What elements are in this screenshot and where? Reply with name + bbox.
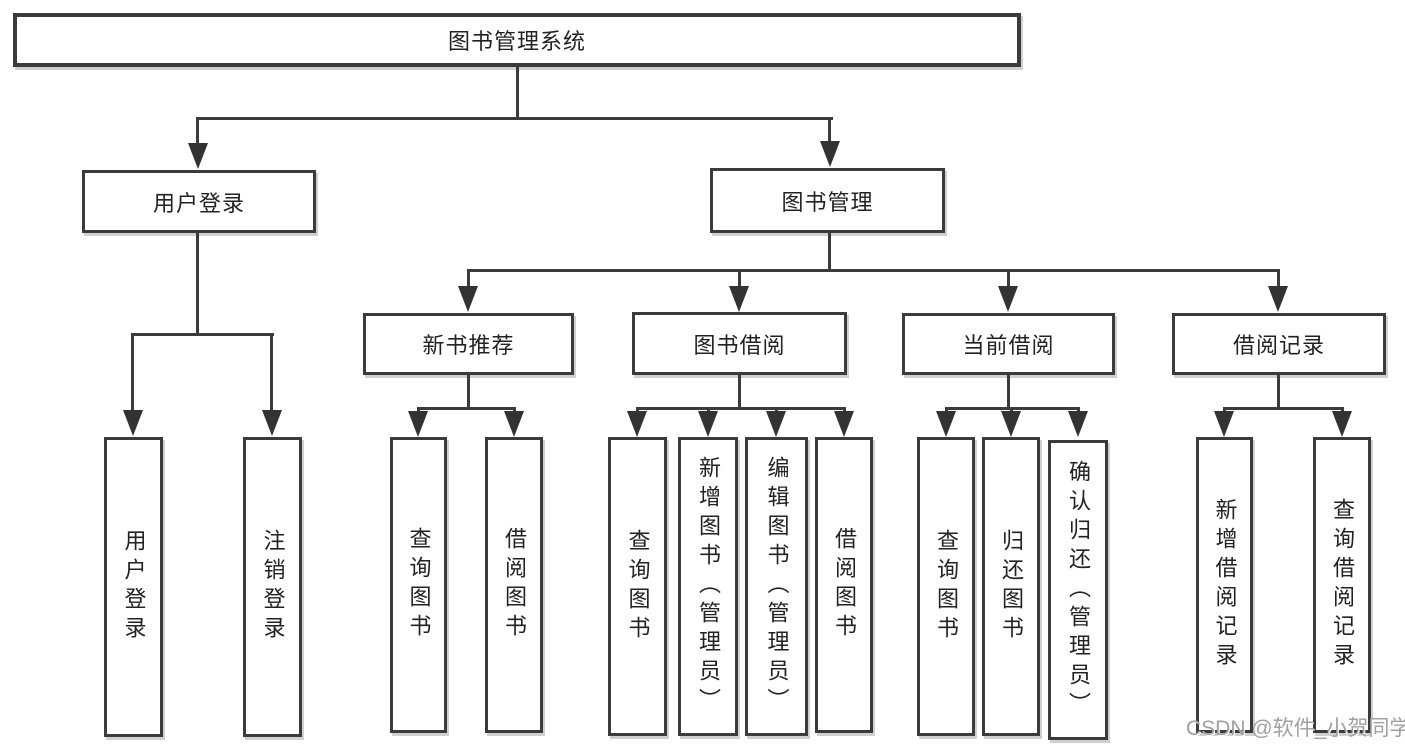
- node-label: 借阅图书: [832, 527, 857, 643]
- connector-line: [945, 407, 948, 413]
- node-label: 查询图书: [934, 528, 959, 645]
- connector-line: [417, 407, 516, 410]
- leaf-logout: 注销登录: [243, 437, 302, 737]
- connector-line: [738, 269, 741, 287]
- connector-line: [1007, 373, 1010, 410]
- connector-line: [131, 333, 134, 411]
- connector-line: [775, 407, 778, 413]
- node-borrowing-records: 借阅记录: [1172, 313, 1386, 375]
- arrow-down-icon: [1001, 411, 1021, 437]
- node-label: 借阅图书: [502, 527, 527, 643]
- arrow-down-icon: [1332, 411, 1352, 437]
- node-label: 图书借阅: [693, 332, 786, 358]
- connector-line: [196, 231, 199, 336]
- connector-line: [270, 333, 273, 411]
- connector-line: [516, 66, 519, 120]
- node-label: 查询借阅记录: [1330, 498, 1355, 672]
- node-user-login: 用户登录: [82, 170, 316, 233]
- arrow-down-icon: [1214, 411, 1234, 437]
- node-label: 图书管理: [781, 189, 874, 215]
- connector-line: [1007, 269, 1010, 287]
- connector-line: [467, 269, 470, 287]
- leaf-recommend-borrow-books: 借阅图书: [485, 437, 543, 733]
- node-label: 确认归还（管理员）: [1066, 459, 1091, 721]
- connector-line: [636, 407, 639, 413]
- arrow-down-icon: [458, 286, 478, 312]
- arrow-down-icon: [936, 411, 956, 437]
- node-book-management: 图书管理: [710, 168, 945, 233]
- leaf-recommend-query-books: 查询图书: [390, 437, 447, 733]
- node-label: 图书管理系统: [447, 29, 586, 54]
- arrow-down-icon: [998, 286, 1018, 312]
- leaf-current-query-books: 查询图书: [917, 437, 975, 736]
- connector-line: [1277, 269, 1280, 287]
- node-label: 用户登录: [152, 190, 245, 216]
- node-new-book-recommendation: 新书推荐: [363, 313, 574, 375]
- leaf-borrowing-borrow-books: 借阅图书: [815, 437, 873, 733]
- arrow-down-icon: [504, 411, 524, 437]
- leaf-current-confirm-return-admin: 确认归还（管理员）: [1048, 440, 1108, 740]
- node-label: 注销登录: [260, 529, 286, 645]
- node-label: 编辑图书（管理员）: [764, 456, 790, 717]
- connector-line: [417, 407, 420, 413]
- connector-line: [197, 117, 833, 120]
- node-library-management-system: 图书管理系统: [13, 13, 1021, 67]
- connector-line: [636, 407, 846, 410]
- arrow-down-icon: [262, 410, 282, 436]
- arrow-down-icon: [188, 143, 208, 169]
- node-label: 新增借阅记录: [1212, 498, 1238, 672]
- leaf-borrowing-edit-books-admin: 编辑图书（管理员）: [745, 437, 808, 736]
- arrow-down-icon: [729, 286, 749, 312]
- node-label: 新书推荐: [422, 333, 515, 358]
- leaf-borrowing-query-books: 查询图书: [608, 437, 667, 736]
- leaf-records-add-borrow-record: 新增借阅记录: [1196, 437, 1253, 733]
- node-label: 查询图书: [406, 527, 432, 643]
- arrow-down-icon: [1068, 411, 1088, 437]
- node-label: 查询图书: [625, 528, 651, 645]
- leaf-user-login: 用户登录: [104, 437, 163, 737]
- connector-line: [707, 407, 710, 413]
- connector-line: [1223, 407, 1226, 413]
- connector-line: [1223, 407, 1344, 410]
- connector-line: [1277, 373, 1280, 410]
- connector-line: [828, 117, 831, 143]
- leaf-current-return-books: 归还图书: [982, 437, 1040, 736]
- arrow-down-icon: [834, 411, 854, 437]
- arrow-down-icon: [698, 411, 718, 437]
- arrow-down-icon: [766, 411, 786, 437]
- arrow-down-icon: [123, 410, 143, 436]
- connector-line: [131, 333, 274, 336]
- connector-line: [1010, 407, 1013, 413]
- node-current-borrowing: 当前借阅: [902, 313, 1115, 375]
- connector-line: [196, 117, 199, 145]
- connector-line: [843, 407, 846, 413]
- node-label: 归还图书: [999, 528, 1024, 645]
- leaf-borrowing-add-books-admin: 新增图书（管理员）: [678, 437, 738, 736]
- leaf-records-query-borrow-record: 查询借阅记录: [1313, 437, 1371, 733]
- arrow-down-icon: [627, 411, 647, 437]
- connector-line: [1341, 407, 1344, 413]
- connector-line: [738, 373, 741, 410]
- node-label: 借阅记录: [1232, 333, 1325, 358]
- connector-line: [513, 407, 516, 413]
- node-label: 用户登录: [121, 529, 147, 645]
- node-label: 新增图书（管理员）: [696, 456, 721, 717]
- connector-line: [467, 373, 470, 410]
- connector-line: [467, 269, 1280, 272]
- node-label: 当前借阅: [962, 333, 1055, 358]
- csdn-watermark: CSDN @软件_小贺同学: [1186, 717, 1405, 740]
- arrow-down-icon: [1268, 286, 1288, 312]
- arrow-down-icon: [408, 411, 428, 437]
- node-book-borrowing: 图书借阅: [632, 312, 847, 375]
- connector-line: [828, 231, 831, 272]
- connector-line: [1077, 407, 1080, 413]
- arrow-down-icon: [820, 141, 840, 167]
